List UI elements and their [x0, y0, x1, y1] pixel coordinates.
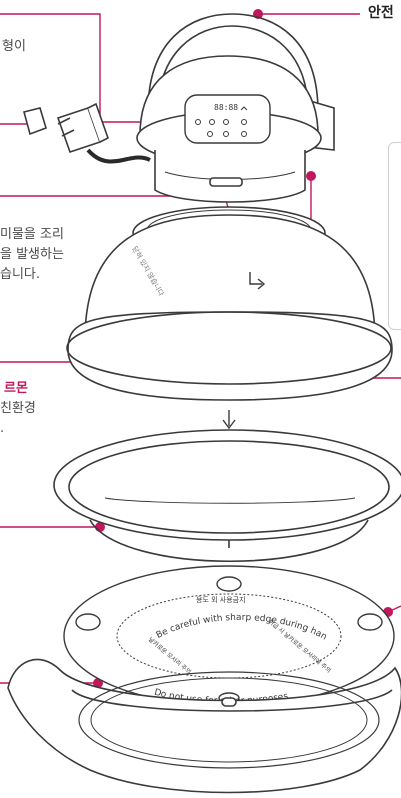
label-accent-title: 르몬	[4, 381, 28, 396]
right-arrow-icon	[249, 272, 262, 285]
side-note-box	[388, 142, 401, 330]
label-note-mid-line2: 을 발생하는	[0, 247, 64, 262]
label-note-mid-line1: 미물을 조리	[0, 227, 64, 242]
base-tray	[7, 658, 401, 794]
plug-icon	[23, 102, 151, 164]
label-note-mid-line3: 습니다.	[0, 267, 41, 282]
ring-text-inner-top: 용도 외 사용금지	[196, 595, 246, 604]
down-arrow-icon	[222, 410, 236, 430]
label-top-right-title: 안전	[368, 5, 394, 21]
display-time: 88:88	[214, 103, 238, 112]
label-note-low-line2: .	[0, 421, 5, 436]
label-note-low-line1: 친환경	[0, 401, 36, 416]
label-note-top-left: 형이	[2, 39, 26, 54]
callout-dot	[306, 171, 316, 181]
drip-tray	[53, 429, 401, 562]
steam-plate	[63, 565, 395, 707]
control-panel: 88:88	[184, 94, 271, 144]
dome-lid	[66, 214, 393, 401]
